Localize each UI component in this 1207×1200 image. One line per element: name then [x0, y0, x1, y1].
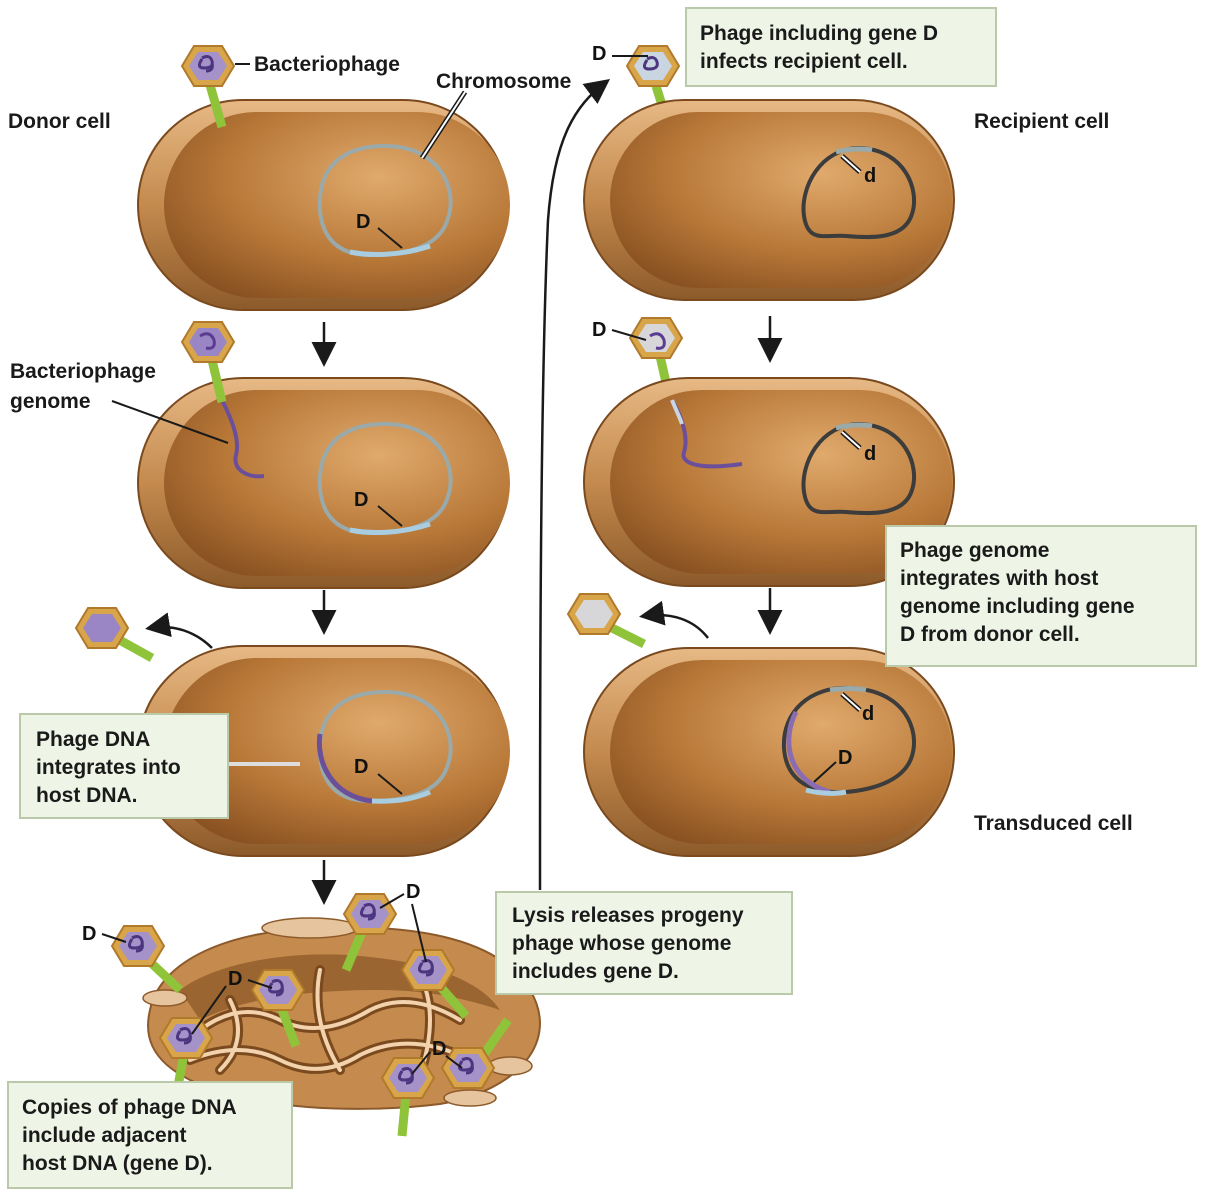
recipient-d-label-1: d [864, 165, 876, 187]
progeny-phage-1 [110, 924, 184, 994]
progeny-D-label-4: D [432, 1038, 446, 1060]
svg-text:Phage including gene D: Phage including gene D [700, 22, 938, 45]
recipient-cell-label: Recipient cell [974, 110, 1109, 133]
svg-text:Phage genome: Phage genome [900, 539, 1049, 562]
gene-D-label-3: D [354, 756, 368, 778]
progeny-D-label-1: D [82, 923, 96, 945]
injected-phage-genome [220, 399, 265, 479]
gene-D-label-1: D [356, 211, 370, 233]
progeny-phage-3 [400, 948, 470, 1019]
free-phage-donor [75, 607, 155, 662]
transduced-D-label: D [838, 747, 852, 769]
callout-phage-dna-integrates: Phage DNA integrates into host DNA. [19, 713, 300, 819]
recipient-chromosome-2 [801, 421, 917, 516]
bacteriophage-genome-label-2: genome [10, 390, 91, 413]
free-phage-recipient [567, 593, 647, 649]
svg-text:D from donor cell.: D from donor cell. [900, 623, 1080, 646]
recipient-chromosome-1 [801, 145, 917, 240]
callout-phage-genome-integrates: Phage genome integrates with host genome… [885, 525, 1197, 667]
svg-text:includes gene D.: includes gene D. [512, 960, 679, 983]
recipient-cell-2 [583, 377, 955, 587]
chromosome-label: Chromosome [436, 70, 571, 93]
donor-cell-2 [137, 377, 510, 589]
transduced-cell-label: Transduced cell [974, 812, 1133, 835]
svg-text:include adjacent: include adjacent [22, 1124, 187, 1147]
svg-text:integrates with host: integrates with host [900, 567, 1098, 590]
svg-text:genome including gene: genome including gene [900, 595, 1135, 618]
integrated-phage-with-D [786, 710, 831, 795]
progeny-D-label-2: D [406, 881, 420, 903]
transfer-arrow [538, 78, 610, 891]
progeny-phage-2 [341, 892, 398, 972]
svg-text:phage whose genome: phage whose genome [512, 932, 731, 955]
donor-cell-1 [137, 99, 510, 311]
recipient-phage-D-label-2: D [592, 319, 606, 341]
svg-text:Copies of phage DNA: Copies of phage DNA [22, 1096, 237, 1119]
svg-text:Lysis releases progeny: Lysis releases progeny [512, 904, 744, 927]
svg-text:host DNA.: host DNA. [36, 784, 138, 807]
callout-copies-of-phage-dna: Copies of phage DNA include adjacent hos… [7, 1081, 293, 1189]
gene-D-segment-1 [349, 243, 431, 257]
donor-cell-label: Donor cell [8, 110, 111, 133]
svg-text:integrates into: integrates into [36, 756, 181, 779]
integrated-prophage [316, 733, 373, 804]
progeny-phage-4 [250, 968, 306, 1048]
recipient-d-label-2: d [864, 443, 876, 465]
svg-text:Phage DNA: Phage DNA [36, 728, 150, 751]
recipient-cell-1 [583, 99, 955, 301]
phage-injecting [181, 321, 235, 404]
svg-text:host DNA (gene D).: host DNA (gene D). [22, 1152, 213, 1175]
callout-phage-infects: Phage including gene D infects recipient… [685, 7, 997, 87]
gene-D-label-2: D [354, 489, 368, 511]
transduced-cell [583, 647, 955, 857]
progeny-D-label-3: D [228, 968, 242, 990]
callout-lysis: Lysis releases progeny phage whose genom… [495, 891, 793, 995]
progeny-phage-7 [440, 1017, 512, 1090]
bacteriophage-label: Bacteriophage [254, 53, 400, 76]
transduced-d-label: d [862, 703, 874, 725]
bacteriophage-genome-label-1: Bacteriophage [10, 360, 156, 383]
phage-attached-donor-1 [180, 44, 236, 129]
progeny-phage-6 [380, 1056, 436, 1137]
progeny-phage-5 [158, 1016, 214, 1087]
svg-text:infects recipient cell.: infects recipient cell. [700, 50, 908, 73]
recipient-phage-D-label-1: D [592, 43, 606, 65]
